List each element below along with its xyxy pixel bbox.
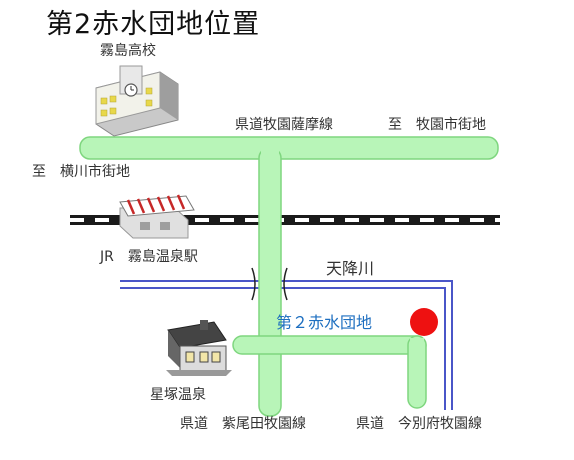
road-imabeppu-makizono — [407, 335, 427, 409]
house-icon — [166, 320, 232, 376]
road-shibita-makizono — [258, 147, 282, 417]
page-title: 第2赤水団地位置 — [46, 9, 261, 40]
road-network — [79, 136, 499, 417]
railway-line — [70, 215, 500, 225]
station-label: JR 霧島温泉駅 — [100, 249, 198, 265]
route-south-2-label: 県道 今別府牧園線 — [356, 416, 482, 432]
route-north-label: 県道牧園薩摩線 — [235, 117, 333, 133]
target-label: 第２赤水団地 — [276, 313, 373, 332]
to-yokogawa-label: 至 横川市街地 — [32, 164, 130, 180]
river-label: 天降川 — [326, 259, 375, 278]
river-amori — [120, 280, 453, 410]
station-building-icon — [119, 194, 195, 239]
road-makizono-satsuma — [79, 136, 499, 160]
red-dot-marker-icon — [410, 308, 438, 336]
school-label: 霧島高校 — [100, 43, 156, 59]
to-makizono-label: 至 牧園市街地 — [388, 117, 486, 133]
route-south-1-label: 県道 紫尾田牧園線 — [180, 416, 306, 432]
school-building-icon — [95, 65, 179, 137]
onsen-label: 星塚温泉 — [150, 387, 206, 403]
bridge-icon — [251, 267, 288, 301]
